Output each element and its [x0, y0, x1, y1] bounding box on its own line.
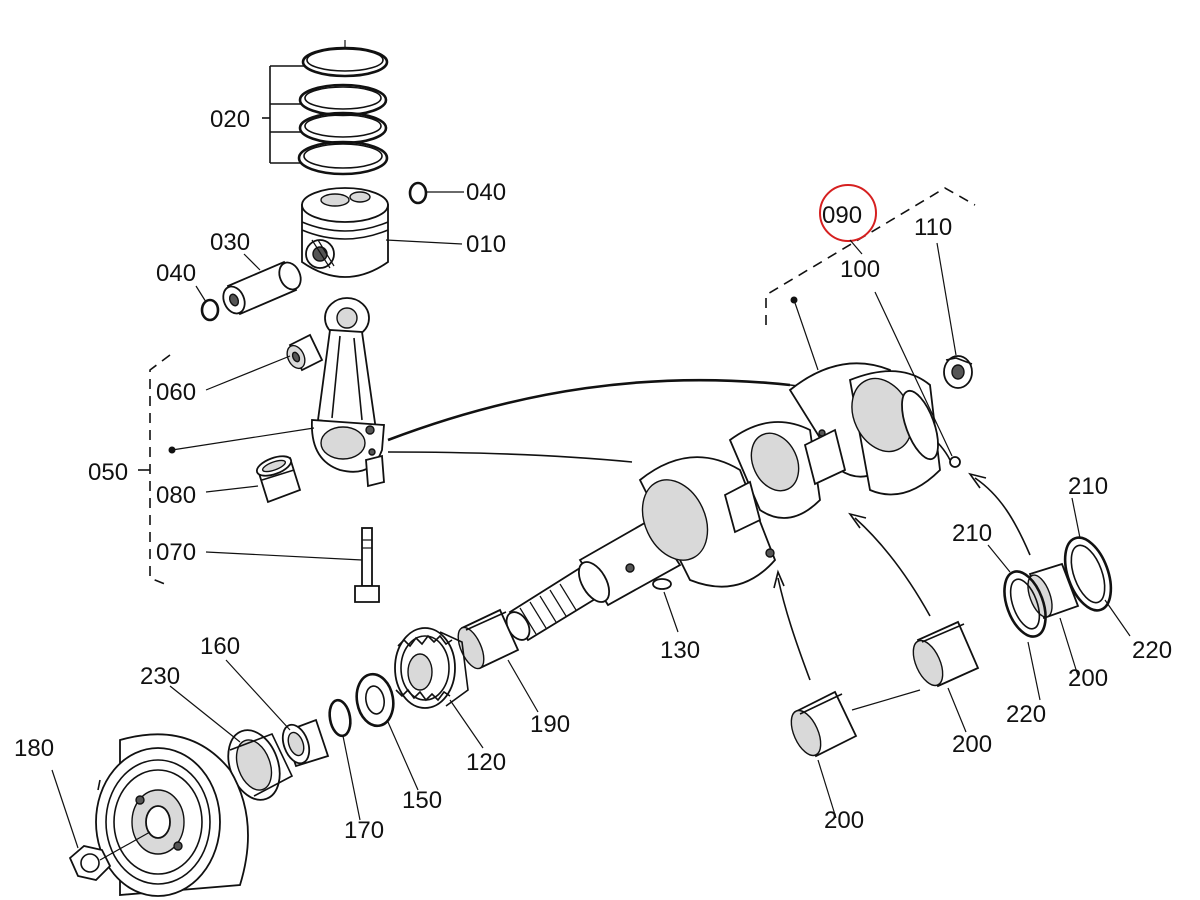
piston-pin [222, 260, 302, 316]
piston [301, 187, 389, 278]
ring-bracket [262, 65, 305, 164]
label-230: 230 [140, 663, 180, 690]
crank-pulley [95, 733, 249, 897]
rear-bearing [457, 608, 539, 713]
circlip-left [200, 298, 220, 322]
crank-collar [225, 659, 330, 768]
label-120: 120 [466, 749, 506, 776]
label-160: 160 [200, 633, 240, 660]
label-040-left: 040 [156, 260, 196, 287]
label-040-right: 040 [466, 179, 506, 206]
label-220-left: 220 [1006, 701, 1046, 728]
label-200-middle: 200 [952, 731, 992, 758]
conrod-bearing [255, 455, 302, 504]
label-110: 110 [914, 214, 952, 241]
piston-rings [297, 40, 389, 176]
label-180: 180 [14, 735, 54, 762]
label-080: 080 [156, 482, 196, 509]
label-010: 010 [466, 231, 506, 258]
main-bearing-1 [790, 690, 858, 819]
thrust-washer-left [1003, 570, 1047, 701]
small-end-bushing [286, 333, 324, 372]
label-220-right: 220 [1132, 637, 1172, 664]
assembly-arrows-bearings [773, 472, 1031, 681]
thrust-washer-right [1063, 497, 1131, 637]
label-210-right: 210 [1068, 473, 1108, 500]
connecting-rod-bolt [354, 527, 380, 603]
circlip-right [408, 181, 428, 205]
label-130: 130 [660, 637, 700, 664]
crankshaft-assembly-bracket [765, 187, 976, 371]
label-030: 030 [210, 229, 250, 256]
label-070: 070 [156, 539, 196, 566]
crank-gear [394, 627, 484, 749]
part-labels: 020 040 010 030 040 060 050 080 070 090 … [14, 106, 1172, 844]
pulley-nut [51, 769, 151, 881]
label-150: 150 [402, 787, 442, 814]
oil-plug [874, 291, 961, 468]
label-170: 170 [344, 817, 384, 844]
front-bearing [936, 242, 973, 389]
rod-assembly-bracket [138, 354, 315, 587]
woodruff-key [652, 578, 672, 590]
o-ring [328, 698, 361, 821]
label-200-left: 200 [824, 807, 864, 834]
crank-washer [355, 672, 419, 791]
main-bearing-2 [851, 620, 980, 733]
label-190: 190 [530, 711, 570, 738]
label-090: 090 [822, 202, 862, 229]
leader-lines [195, 191, 863, 633]
leader-210a [987, 544, 1011, 573]
crankshaft [505, 362, 941, 642]
highlight-090 [819, 184, 877, 242]
label-100: 100 [840, 256, 880, 283]
label-060: 060 [156, 379, 196, 406]
label-050: 050 [88, 459, 128, 486]
connecting-rod [311, 297, 385, 488]
label-200-right: 200 [1068, 665, 1108, 692]
label-020: 020 [210, 106, 250, 133]
label-210-left: 210 [952, 520, 992, 547]
